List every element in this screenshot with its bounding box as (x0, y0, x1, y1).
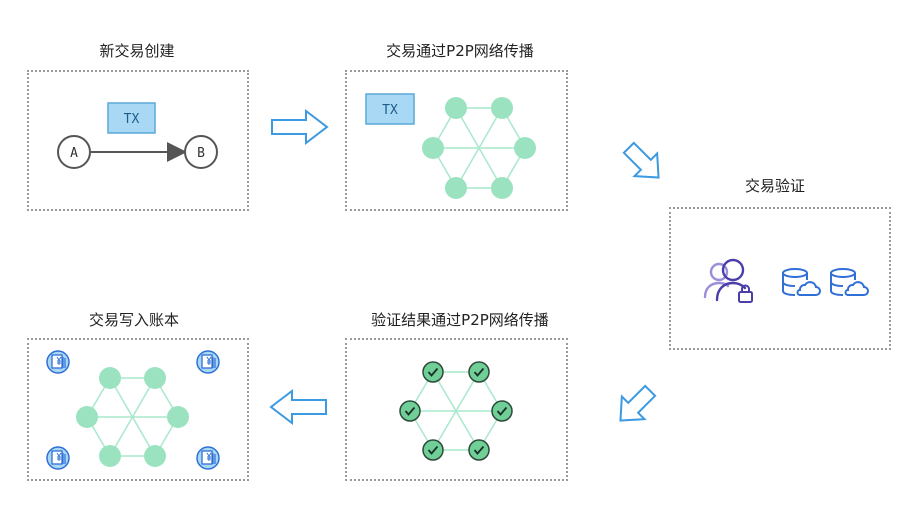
ledger-book-icon (46, 446, 70, 470)
network-node (99, 445, 121, 467)
network-edges (86, 377, 179, 457)
stage-box-create (27, 70, 249, 211)
flow-arrow-right (271, 108, 329, 146)
cloud-database-icon (830, 268, 869, 296)
verified-node (399, 400, 421, 422)
tx-label: TX (124, 112, 140, 127)
node-b (184, 135, 218, 169)
node-a-label: A (70, 146, 78, 161)
verified-node (491, 400, 513, 422)
network-node (491, 177, 513, 199)
node-b-label: B (197, 146, 205, 161)
network-node (144, 445, 166, 467)
stage-box-verify (669, 207, 891, 350)
flow-arrow-down-left (619, 384, 657, 422)
verified-node (422, 361, 444, 383)
step-title-create: 新交易创建 (99, 42, 175, 60)
step-title-broadcast: 交易通过P2P网络传播 (386, 42, 534, 60)
ledger-book-icon (196, 446, 220, 470)
cloud-database-icon (782, 268, 821, 296)
network-node (445, 177, 467, 199)
network-edges (409, 371, 503, 451)
network-node (99, 367, 121, 389)
ledger-book-icon (46, 350, 70, 374)
broadcast-panel: TX (365, 93, 536, 199)
network-node (491, 97, 513, 119)
flow-arrow-down-right (622, 141, 660, 179)
stage-box-ledger (27, 338, 249, 481)
network-node (167, 406, 189, 428)
network-node (422, 137, 444, 159)
network-node (514, 137, 536, 159)
step-title-result-broadcast: 验证结果通过P2P网络传播 (371, 311, 549, 329)
verified-node (468, 439, 490, 461)
create-panel: TX A B (57, 102, 218, 169)
node-a (57, 135, 91, 169)
verified-node (422, 439, 444, 461)
step-title-ledger: 交易写入账本 (88, 311, 179, 329)
network-edges (432, 107, 526, 189)
result-broadcast-panel (399, 361, 513, 461)
stage-box-broadcast (345, 70, 568, 211)
network-node (144, 367, 166, 389)
ledger-book-icon (196, 350, 220, 374)
tx-label: TX (382, 103, 398, 118)
flow-arrow-left (269, 388, 327, 426)
stage-box-result-broadcast (345, 338, 568, 481)
network-node (445, 97, 467, 119)
verified-node (468, 361, 490, 383)
tx-box (107, 102, 156, 134)
ledger-panel (46, 350, 220, 470)
network-node (76, 406, 98, 428)
step-title-verify: 交易验证 (744, 177, 805, 195)
tx-box (365, 93, 415, 125)
verify-panel (703, 258, 869, 303)
users-lock-icon (703, 258, 753, 303)
